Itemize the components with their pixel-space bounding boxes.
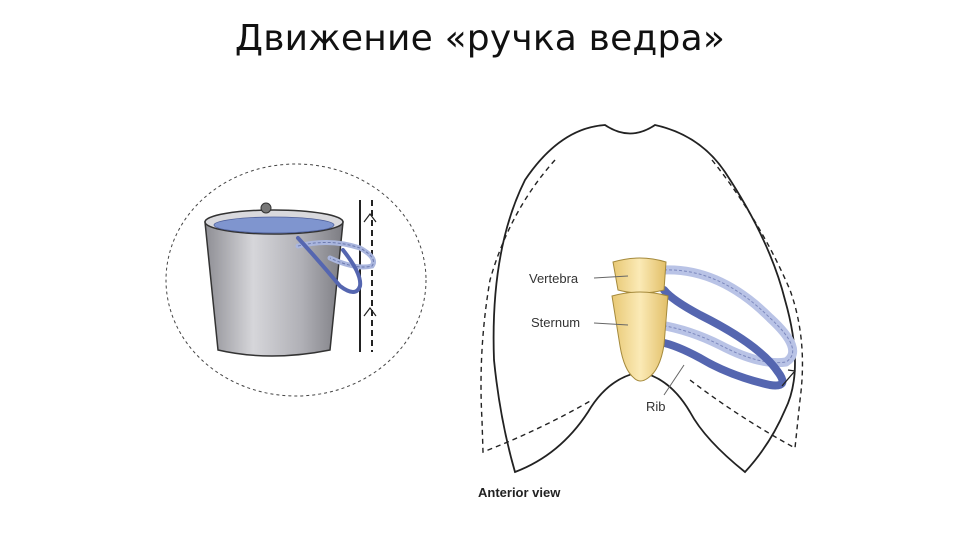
- vertebra: [612, 257, 667, 294]
- slide-title: Движение «ручка ведра»: [234, 18, 726, 59]
- thorax-outline: [492, 124, 796, 474]
- vertebra-leader: [593, 275, 629, 279]
- handle-lowered: [296, 236, 363, 294]
- bucket-water: [213, 216, 335, 234]
- rib-arrow: [781, 371, 795, 387]
- rib-leader: [663, 364, 685, 396]
- expanded-outline-right: [689, 159, 804, 450]
- bucket-handle-knob: [260, 202, 272, 214]
- bucket-circle: [165, 163, 427, 397]
- vertebra-label: Vertebra: [529, 271, 579, 286]
- bucket-illustration: [165, 163, 427, 397]
- expanded-outline-left: [480, 159, 593, 454]
- sternum-label: Sternum: [531, 315, 580, 330]
- arrow-up-2: [363, 307, 377, 317]
- anterior-view-caption: Anterior view: [478, 485, 561, 500]
- bucket-body: [204, 221, 344, 357]
- arrow-up-1: [363, 213, 377, 223]
- rib-lowered: [656, 286, 787, 390]
- sternum-leader: [593, 322, 629, 326]
- rib-cage-diagram: Vertebra Sternum Rib Anterior view: [478, 124, 804, 500]
- rib-label: Rib: [646, 399, 666, 414]
- sternum: [611, 291, 669, 382]
